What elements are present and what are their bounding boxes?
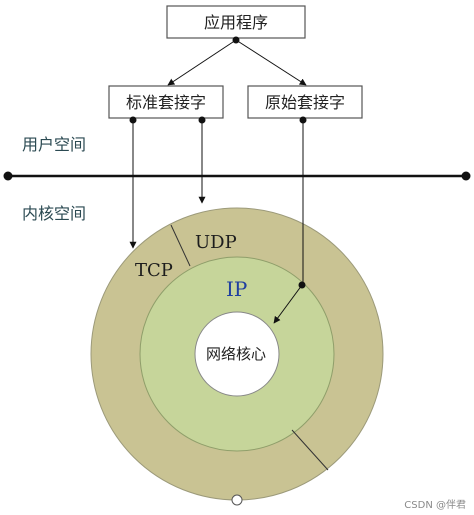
app-to-raw-arrow	[235, 39, 307, 86]
watermark: CSDN @伴君	[404, 498, 466, 511]
kernel-space-label: 内核空间	[22, 204, 86, 223]
user-space-label: 用户空间	[22, 135, 86, 154]
bottom-dot	[231, 494, 243, 506]
lower-divider	[291, 429, 329, 471]
core-label: 网络核心	[206, 345, 266, 363]
udp-label: UDP	[195, 232, 237, 253]
tcp-udp-divider	[170, 224, 191, 267]
app-box	[166, 5, 306, 39]
standard-socket-box	[108, 85, 224, 119]
boundary-left-dot	[3, 171, 13, 181]
app-to-standard-arrow	[167, 39, 237, 86]
app-box-label: 应用程序	[204, 13, 268, 32]
raw-socket-box	[247, 85, 363, 119]
ip-label: IP	[226, 277, 247, 301]
boundary-right-dot	[461, 171, 471, 181]
raw-socket-label: 原始套接字	[265, 93, 345, 112]
tcp-label: TCP	[135, 260, 173, 281]
core-circle	[194, 311, 280, 397]
standard-socket-label: 标准套接字	[126, 93, 206, 112]
ip-to-core-arrow	[273, 284, 303, 324]
